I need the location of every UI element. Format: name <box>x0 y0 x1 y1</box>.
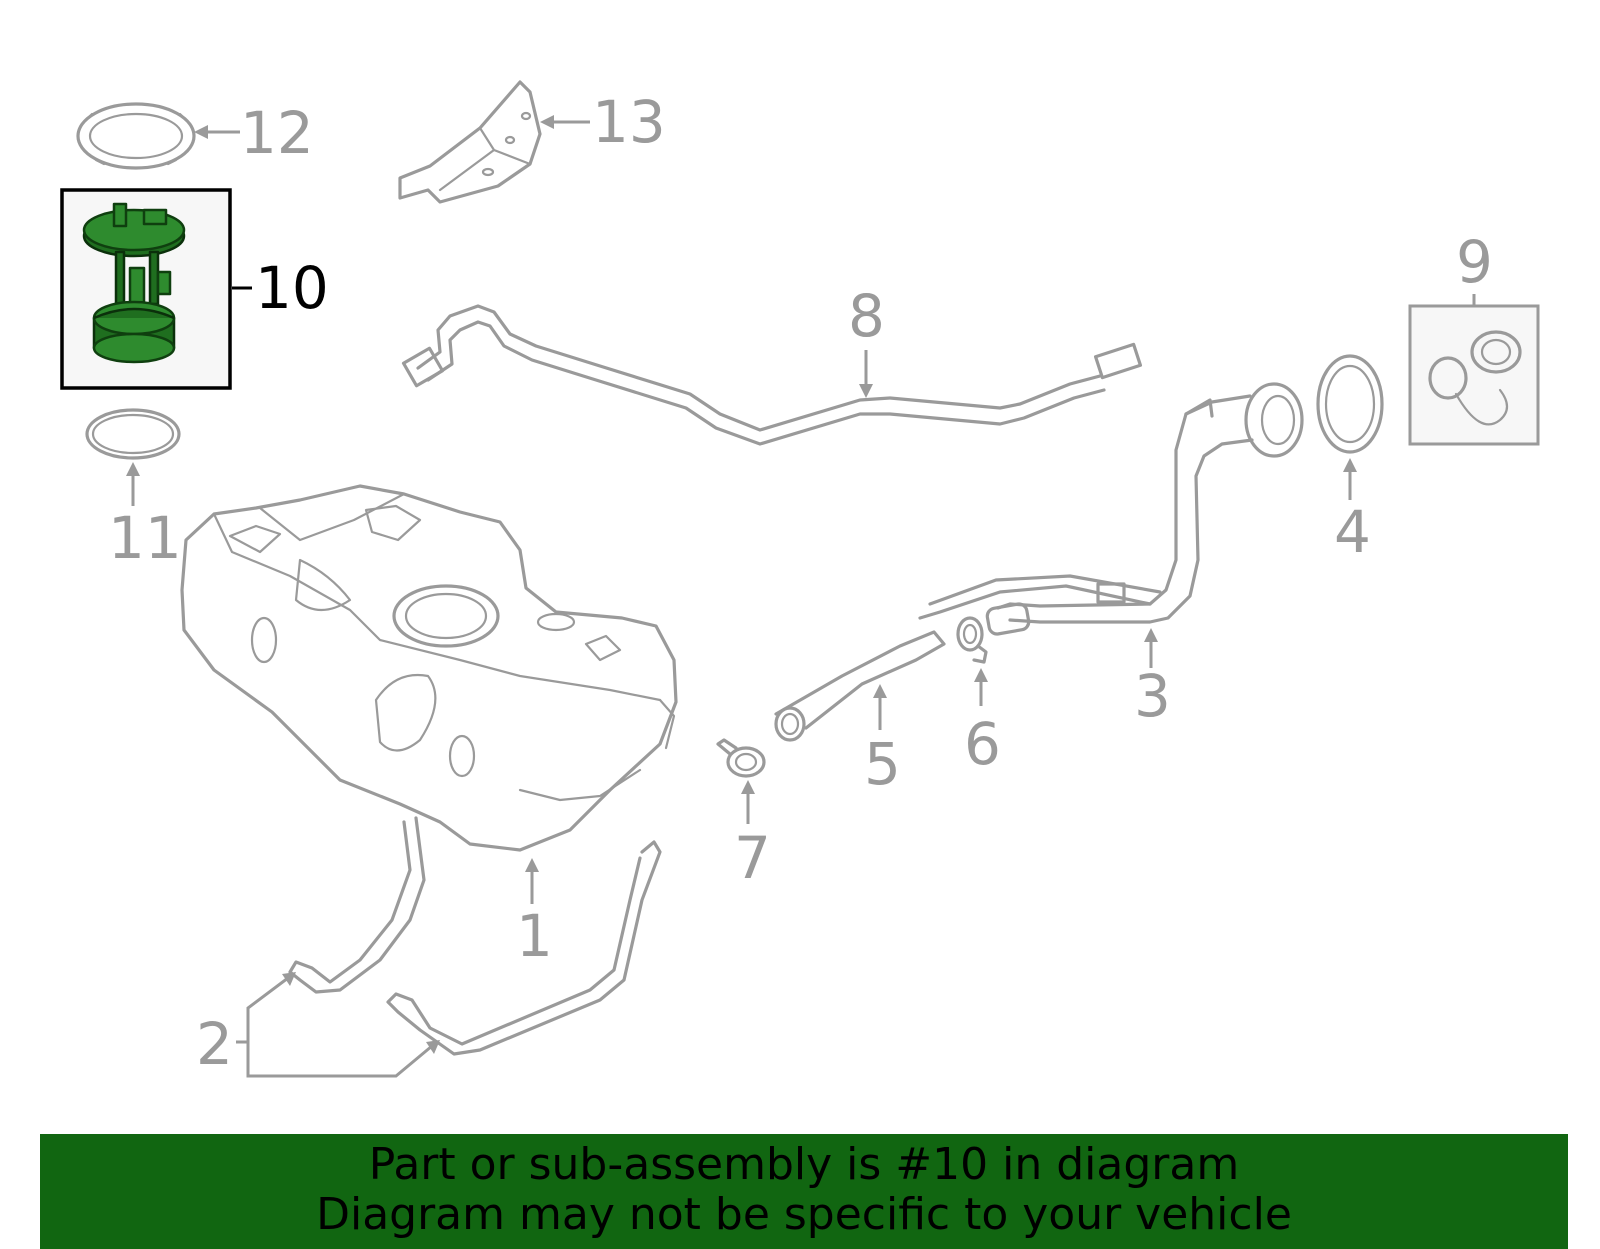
callout-3-label: 3 <box>1134 662 1171 730</box>
info-banner: Part or sub-assembly is #10 in diagram D… <box>40 1134 1568 1249</box>
callout-13: 13 <box>540 88 666 156</box>
callout-4: 4 <box>1334 458 1371 566</box>
banner-line-1: Part or sub-assembly is #10 in diagram <box>368 1139 1240 1190</box>
part-5-hose[interactable] <box>774 630 946 742</box>
part-10-fuel-pump-module[interactable] <box>60 188 232 390</box>
callout-2-label: 2 <box>196 1010 233 1078</box>
callout-7-label: 7 <box>734 824 771 892</box>
callout-13-label: 13 <box>592 88 666 156</box>
callout-2: 2 <box>196 972 440 1078</box>
callout-1: 1 <box>516 858 553 970</box>
part-7-hose-clamp[interactable] <box>716 738 766 778</box>
callout-11-label: 11 <box>108 504 182 572</box>
callout-8: 8 <box>848 282 885 398</box>
part-9-fuel-cap[interactable] <box>1408 304 1540 446</box>
callout-10: 10 <box>232 254 329 322</box>
callout-6-label: 6 <box>964 710 1001 778</box>
part-12-lock-ring[interactable] <box>76 102 196 170</box>
callout-9: 9 <box>1456 228 1493 306</box>
part-6-clamp[interactable] <box>956 616 988 664</box>
callout-12-label: 12 <box>240 99 314 167</box>
callout-6: 6 <box>964 668 1001 778</box>
part-4-seal[interactable] <box>1316 354 1384 454</box>
banner-line-2: Diagram may not be specific to your vehi… <box>316 1189 1292 1240</box>
callout-8-label: 8 <box>848 282 885 350</box>
callout-5-label: 5 <box>864 730 901 798</box>
part-3-filler-pipe[interactable] <box>918 382 1304 636</box>
callout-9-label: 9 <box>1456 228 1493 296</box>
part-1-fuel-tank[interactable] <box>180 484 678 852</box>
callout-5: 5 <box>864 684 901 798</box>
part-13-heat-shield[interactable] <box>398 80 542 204</box>
callout-11: 11 <box>108 462 182 572</box>
callout-10-label: 10 <box>255 254 329 322</box>
callout-4-label: 4 <box>1334 498 1371 566</box>
part-2-tank-straps[interactable] <box>288 816 662 1056</box>
callout-7: 7 <box>734 780 771 892</box>
part-11-gasket[interactable] <box>85 408 181 460</box>
part-8-vapor-line[interactable] <box>401 304 1143 446</box>
callout-12: 12 <box>194 99 314 167</box>
callout-1-label: 1 <box>516 902 553 970</box>
callout-3: 3 <box>1134 628 1171 730</box>
